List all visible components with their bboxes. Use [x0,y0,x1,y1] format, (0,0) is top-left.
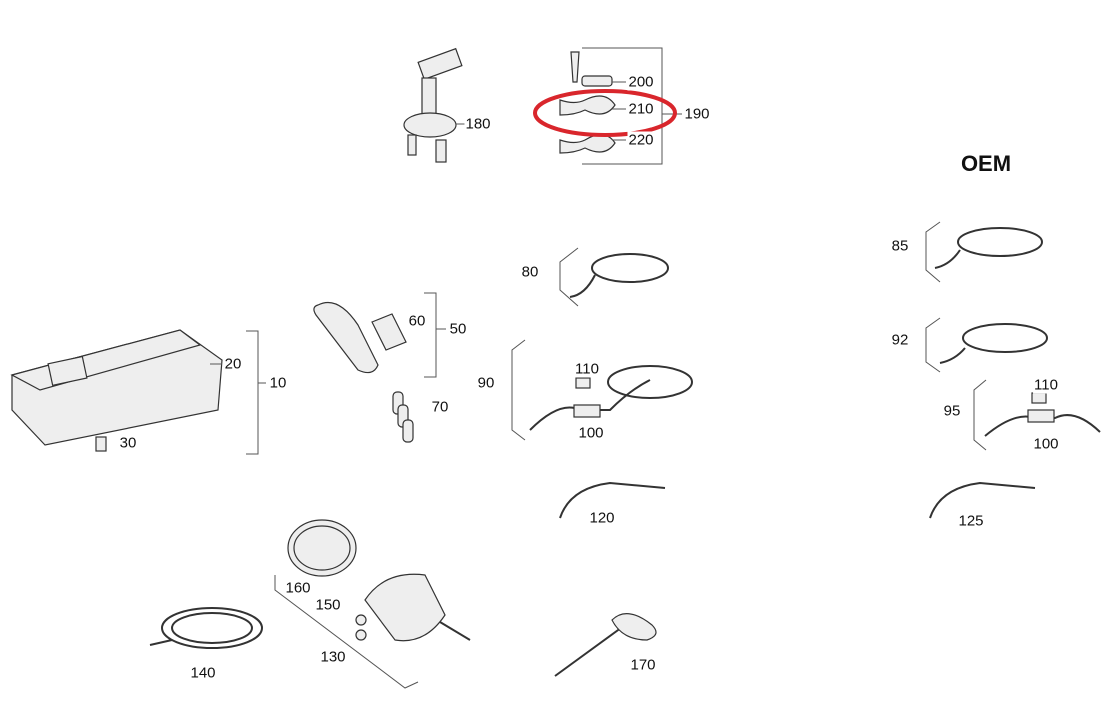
callout-80[interactable]: 80 [520,263,540,281]
callout-190[interactable]: 190 [683,105,711,123]
callout-50[interactable]: 50 [448,320,468,338]
callout-30[interactable]: 30 [118,434,138,452]
callout-100[interactable]: 100 [577,424,605,442]
hose-120-part [559,481,666,519]
callout-60[interactable]: 60 [407,312,427,330]
cable-80-part [559,247,669,307]
oem-heading: OEM [959,151,1013,177]
callout-180[interactable]: 180 [464,115,492,133]
cable-lug-group [533,47,682,165]
callout-10[interactable]: 10 [268,374,288,392]
callout-140[interactable]: 140 [189,664,217,682]
cable-95-part [973,379,1101,451]
remote-control-part [313,292,446,443]
exhaust-assembly-part [274,519,471,689]
callout-110-oem[interactable]: 110 [1033,376,1059,394]
callout-120[interactable]: 120 [588,509,616,527]
callout-95[interactable]: 95 [942,402,962,420]
callout-90[interactable]: 90 [476,374,496,392]
callout-125[interactable]: 125 [957,512,985,530]
hose-125-part [929,481,1036,519]
highlight-circle-210 [533,89,677,137]
cable-140-part [149,607,263,649]
control-unit-part [10,329,266,455]
callout-130[interactable]: 130 [319,648,347,666]
callout-170[interactable]: 170 [629,656,657,674]
callout-210[interactable]: 210 [627,100,655,118]
callout-150[interactable]: 150 [314,596,342,614]
cable-85-part [925,221,1043,283]
cable-90-part [511,339,693,441]
callout-20[interactable]: 20 [223,355,243,373]
callout-100-oem[interactable]: 100 [1032,435,1060,453]
callout-92[interactable]: 92 [890,331,910,349]
callout-160[interactable]: 160 [284,579,312,597]
tool-170-part [554,613,657,677]
cable-92-part [925,317,1048,373]
callout-200[interactable]: 200 [627,73,655,91]
callout-220[interactable]: 220 [627,131,655,149]
callout-70[interactable]: 70 [430,398,450,416]
callout-85[interactable]: 85 [890,237,910,255]
battery-switch-part [403,47,466,163]
callout-110[interactable]: 110 [574,360,600,378]
